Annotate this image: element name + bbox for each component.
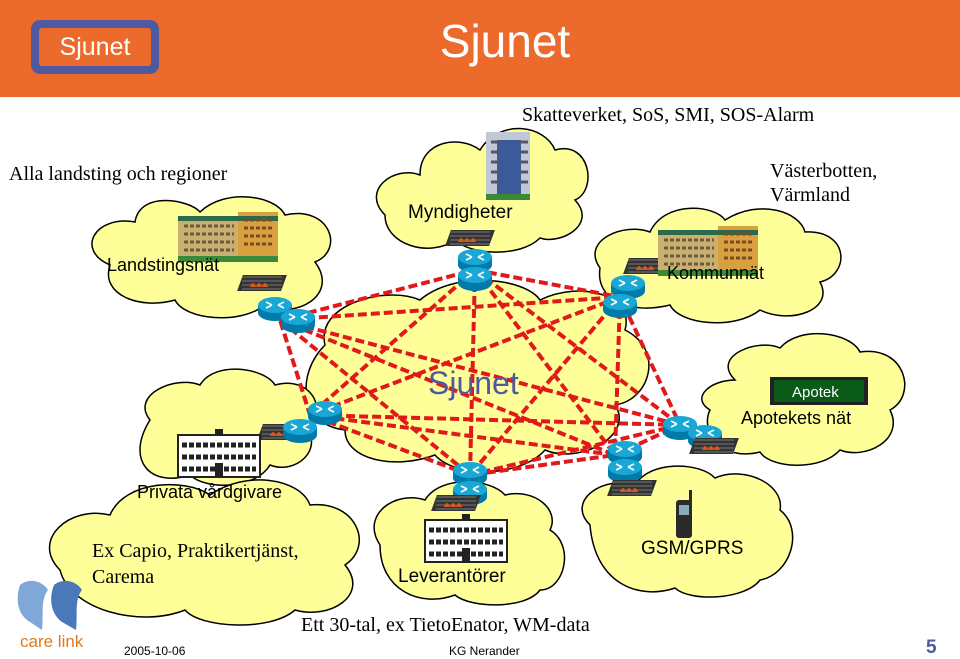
- carelink-logo-icon: [17, 580, 82, 630]
- apotekets-nat-label: Apotekets nät: [741, 408, 852, 428]
- varmland-label: Värmland: [770, 184, 850, 206]
- apotek-sign-icon: [770, 377, 868, 405]
- carelink-text: care link: [20, 632, 84, 651]
- all-regions-label: Alla landsting och regioner: [9, 163, 228, 185]
- mobile-phone-icon: [676, 490, 692, 538]
- landstingsnat-label: Landstingsnät: [107, 255, 220, 275]
- ett30-label: Ett 30-tal, ex TietoEnator, WM-data: [301, 614, 590, 636]
- header-bar: Sjunet Sjunet: [0, 0, 960, 97]
- footer-author: KG Nerander: [449, 644, 520, 658]
- page-title: Sjunet: [439, 15, 571, 67]
- excapio-label-line2: Carema: [92, 566, 155, 588]
- apotek-sign-label: Apotek: [792, 384, 839, 401]
- logo-text: Sjunet: [39, 28, 151, 66]
- office-tower-icon: [486, 132, 530, 200]
- center-sjunet-label: Sjunet: [428, 365, 519, 401]
- agencies-label: Skatteverket, SoS, SMI, SOS-Alarm: [522, 104, 815, 126]
- gsm-label: GSM/GPRS: [641, 538, 744, 559]
- sjunet-logo: Sjunet: [31, 20, 159, 74]
- myndigheter-label: Myndigheter: [408, 202, 513, 223]
- excapio-label-line1: Ex Capio, Praktikertjänst,: [92, 540, 299, 562]
- page-number: 5: [926, 637, 937, 658]
- vasterbotten-label: Västerbotten,: [770, 160, 878, 182]
- leverantorer-label: Leverantörer: [398, 566, 506, 587]
- privata-label: Privata vårdgivare: [137, 482, 283, 502]
- mesh-links: [277, 267, 683, 478]
- footer-date: 2005-10-06: [124, 644, 186, 658]
- cloud-privata-lower: [48, 479, 361, 626]
- kommunnat-label: Kommunnät: [667, 263, 765, 283]
